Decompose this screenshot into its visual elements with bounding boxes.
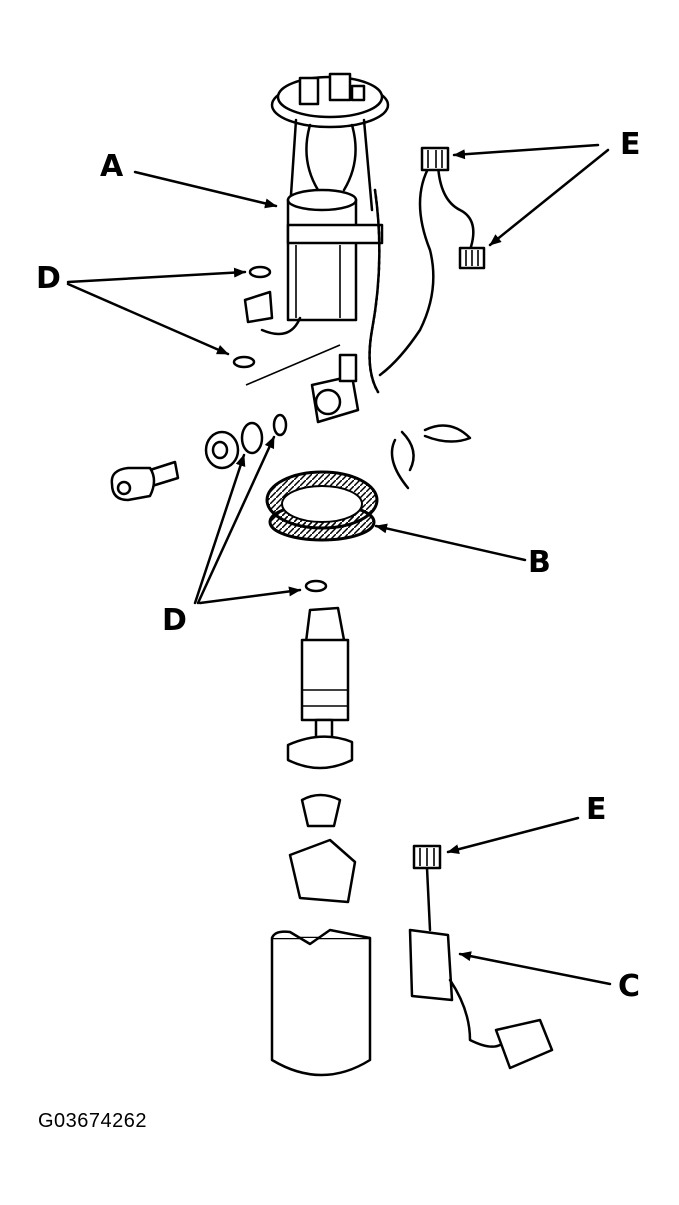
callout-b: B [528, 545, 551, 580]
seal-ring-b [265, 470, 379, 542]
callout-a: A [100, 149, 124, 184]
callout-c: C [618, 969, 641, 1004]
callout-e-bottom: E [586, 792, 607, 827]
pump-bracket [288, 838, 357, 904]
connector-e-top-1 [420, 146, 450, 172]
fuel-level-sender-c [408, 844, 554, 1070]
figure-id: G03674262 [38, 1110, 148, 1132]
retaining-clip [390, 424, 472, 490]
connector-e-top-2 [458, 246, 486, 270]
callout-d-bottom: D [162, 603, 187, 638]
o-ring-d-2 [232, 355, 256, 369]
washer [204, 430, 240, 470]
callout-d-top: D [36, 261, 61, 296]
pump-canister [270, 928, 372, 1077]
o-ring-d-3 [240, 421, 264, 455]
fuel-pump-module-assembly [243, 72, 475, 424]
pump-clip [300, 793, 342, 828]
callout-e-top: E [620, 127, 641, 162]
o-ring-d-4 [272, 413, 288, 437]
callout-leaders [66, 143, 612, 986]
mounting-bolt [110, 460, 180, 502]
fuel-pump [286, 606, 354, 770]
o-ring-d-1 [248, 265, 272, 279]
o-ring-d-5 [304, 579, 328, 593]
